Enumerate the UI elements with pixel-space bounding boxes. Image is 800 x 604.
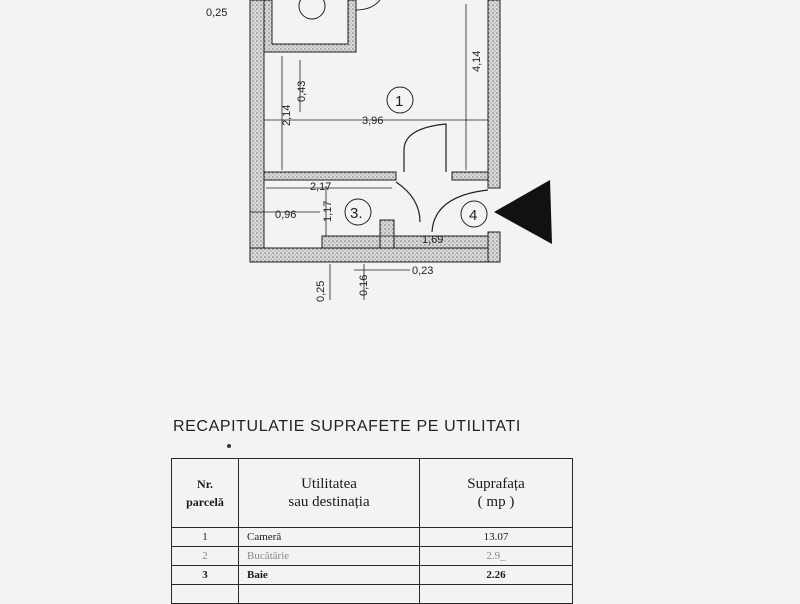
recap-title: RECAPITULATIE SUPRAFETE PE UTILITATI	[173, 418, 521, 435]
room-4-number: 4	[469, 207, 477, 224]
dim-height-right: 4,14	[471, 51, 483, 72]
table-row	[171, 584, 573, 604]
door-room1	[403, 123, 447, 172]
wall-bath-right	[379, 219, 395, 249]
header-suprafata: Suprafața ( mp )	[419, 458, 573, 528]
header-util-line2: sau destinația	[288, 494, 370, 510]
room-2-marker	[298, 0, 326, 20]
room-4-marker	[460, 200, 488, 228]
entrance-arrow-icon	[494, 180, 552, 244]
header-nr-line2: parcelă	[186, 495, 224, 509]
table-row: 2 Bucătărie 2.9_	[171, 546, 573, 566]
dim-height-bath: 1,17	[322, 201, 334, 222]
dim-width-room1: 3,96	[362, 115, 383, 127]
header-nr-line1: Nr.	[197, 477, 213, 491]
row-name: Bucătărie	[238, 546, 420, 566]
wall-hall-top	[451, 171, 489, 181]
floor-plan: 0,25 4,14 0,43 2,14 3,96 2,17 0,96 1,17 …	[206, 0, 552, 302]
dim-width-hall: 1,69	[422, 234, 443, 246]
dim-width-row: 2,17	[310, 181, 331, 193]
recap-table: Nr. parcelă Utilitatea sau destinația Su…	[171, 458, 573, 604]
row-nr	[171, 584, 239, 604]
row-name: Cameră	[238, 527, 420, 547]
header-utilitatea: Utilitatea sau destinația	[238, 458, 420, 528]
header-util-line1: Utilitatea	[301, 476, 357, 492]
room-1-number: 1	[395, 93, 403, 110]
row-area: 2.9_	[419, 546, 573, 566]
door-bath	[395, 181, 421, 223]
header-nr: Nr. parcelă	[171, 458, 239, 528]
table-row: 1 Cameră 13.07	[171, 527, 573, 547]
wall-bath-top	[263, 171, 397, 181]
dim-height-left: 2,14	[281, 105, 293, 126]
room-3-marker	[344, 198, 372, 226]
wall-bottom	[249, 247, 501, 263]
wall-kitchen	[263, 0, 357, 53]
row-area: 2.26	[419, 565, 573, 585]
dim-inner-left: 0,43	[296, 81, 308, 102]
room-3-number: 3.	[350, 205, 363, 222]
dim-width-small: 0,96	[275, 209, 296, 221]
header-supr-line1: Suprafața	[467, 476, 525, 492]
dim-bottom-mid: 0,16	[358, 275, 370, 296]
dim-top-left: 0,25	[206, 7, 227, 19]
wall-right	[487, 0, 501, 189]
row-nr: 3	[171, 565, 239, 585]
room-1-marker	[386, 86, 414, 114]
row-area: 13.07	[419, 527, 573, 547]
table-row: 3 Baie 2.26	[171, 565, 573, 585]
dot-mark	[227, 444, 231, 448]
row-name: Baie	[238, 565, 420, 585]
row-name	[238, 584, 420, 604]
dim-bottom-left: 0,25	[315, 281, 327, 302]
door-entrance	[431, 189, 489, 233]
wall-left	[249, 0, 265, 263]
table-header-row: Nr. parcelă Utilitatea sau destinația Su…	[171, 458, 573, 528]
wall-bath-lower	[321, 235, 381, 249]
header-supr-line2: ( mp )	[477, 494, 515, 510]
row-area	[419, 584, 573, 604]
wall-kitchen-door-arc	[355, 0, 381, 11]
dim-bottom-right: 0,23	[412, 265, 433, 277]
wall-right-lower	[487, 231, 501, 263]
row-nr: 1	[171, 527, 239, 547]
row-nr: 2	[171, 546, 239, 566]
